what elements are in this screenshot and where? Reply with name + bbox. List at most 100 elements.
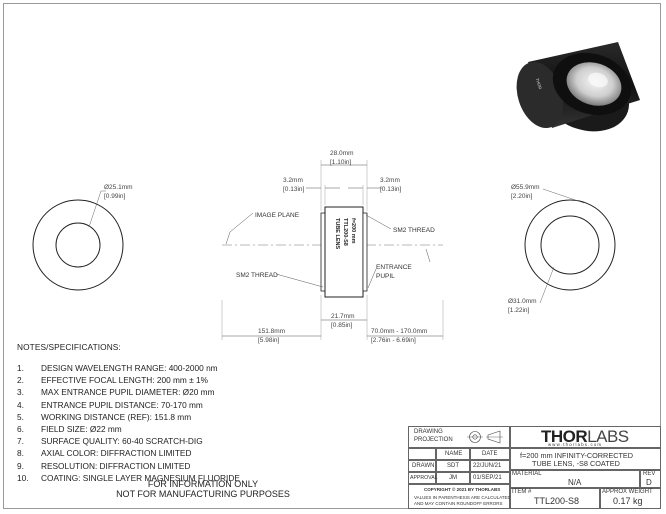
notes-section: NOTES/SPECIFICATIONS: 1. DESIGN WAVELENGT… [17, 342, 317, 484]
left-inner-circle [55, 222, 101, 268]
note-item: 3. MAX ENTRANCE PUPIL DIAMETER: Ø20 mm [17, 386, 317, 398]
drawn-name: SDT [447, 463, 459, 469]
note-number: 9. [17, 460, 24, 471]
right-flange [362, 212, 368, 292]
note-text: FIELD SIZE: Ø22 mm [41, 424, 122, 435]
copyright-text: COPYRIGHT © 2021 BY THORLABS [424, 487, 501, 492]
weight-label: APPROX WEIGHT [602, 489, 653, 495]
right-outer-mm: Ø55.9mm [511, 184, 540, 191]
note-item: 6. FIELD SIZE: Ø22 mm [17, 423, 317, 435]
sm2-thread-left-leader [275, 273, 324, 288]
image-distance-mm: 151.8mm [258, 328, 285, 335]
note-text: DESIGN WAVELENGTH RANGE: 400-2000 nm [41, 363, 218, 374]
note-text: SURFACE QUALITY: 60-40 SCRATCH-DIG [41, 436, 203, 447]
note-number: 5. [17, 411, 24, 422]
pupil-distance-mm: 70.0mm - 170.0mm [371, 328, 427, 335]
note-number: 10. [17, 472, 29, 483]
sheet-border [3, 3, 661, 509]
pupil-distance-in: [2.76in - 6.69in] [371, 337, 416, 344]
sm2-thread-right-label: SM2 THREAD [393, 227, 435, 234]
note-item: 9.RESOLUTION: DIFFRACTION LIMITED [17, 460, 317, 472]
lens-product-render: THOR [516, 42, 640, 132]
sm2-thread-left-label: SM2 THREAD [236, 272, 278, 279]
svg-text:TTL200-S8: TTL200-S8 [342, 218, 348, 246]
drawing-label: DRAWING [414, 429, 443, 435]
disclaimer-line-2: AND MAY CONTAIN ROUNDOFF ERRORS [414, 501, 503, 506]
svg-text:f=200 mm: f=200 mm [350, 218, 356, 244]
note-item: 2. EFFECTIVE FOCAL LENGTH: 200 mm ± 1% [17, 374, 317, 386]
rev-value: D [646, 478, 652, 487]
thorlabs-logo: THORLABS [541, 427, 629, 446]
date-header: DATE [482, 451, 498, 457]
overall-dim-mm: 28.0mm [330, 150, 353, 157]
notice-line-2: NOT FOR MANUFACTURING PURPOSES [116, 489, 290, 499]
lens-barrel [324, 206, 364, 298]
note-text: WORKING DISTANCE (REF): 151.8 mm [41, 411, 192, 422]
approval-name: JM [449, 475, 457, 481]
material-label: MATERIAL [512, 471, 542, 477]
weight-value: 0.17 kg [613, 496, 643, 506]
right-inner-circle [540, 215, 600, 275]
left-dia-in: [0.99in] [104, 193, 126, 200]
note-number: 1. [17, 363, 24, 374]
left-flange [320, 212, 326, 292]
side-view: IMAGE PLANE f=200 mm TTL200-S8 TUBE LENS… [221, 150, 444, 344]
right-inner-mm: Ø31.0mm [508, 298, 537, 305]
svg-text:THOR: THOR [535, 77, 543, 89]
notes-heading: NOTES/SPECIFICATIONS: [17, 342, 121, 352]
sm2-thread-right-leader [365, 214, 392, 230]
entrance-pupil-label-2: PUPIL [376, 273, 395, 280]
item-value: TTL200-S8 [534, 496, 580, 506]
right-outer-leader [542, 188, 585, 204]
note-item: 7. SURFACE QUALITY: 60-40 SCRATCH-DIG [17, 435, 317, 447]
disclaimer-line-1: VALUES IN PARENTHESIS ARE CALCULATED [414, 495, 511, 500]
svg-text:TUBE LENS: TUBE LENS [334, 218, 340, 250]
note-number: 7. [17, 436, 24, 447]
left-dia-leader [88, 190, 102, 228]
barrel-engraving: f=200 mm TTL200-S8 TUBE LENS [334, 218, 356, 250]
note-number: 6. [17, 424, 24, 435]
drawn-label: DRAWN [412, 463, 435, 469]
title-block: DRAWING PROJECTION NAME DATE DRAWN SDT 2… [408, 426, 661, 509]
approval-label: APPROVAL [410, 475, 438, 481]
length-mm: 21.7mm [331, 313, 354, 320]
image-plane-label: IMAGE PLANE [255, 212, 300, 219]
image-distance-in: [5.98in] [258, 337, 280, 344]
note-number: 3. [17, 387, 24, 398]
note-number: 4. [17, 399, 24, 410]
left-flange-in: [0.13in] [283, 186, 305, 193]
notice-line-1: FOR INFORMATION ONLY [147, 479, 259, 489]
name-header: NAME [445, 451, 463, 457]
description-line-2: TUBE LENS, -S8 COATED [532, 459, 620, 468]
left-outer-circle [32, 199, 124, 291]
note-item: 8.AXIAL COLOR: DIFFRACTION LIMITED [17, 447, 317, 459]
note-item: 4. ENTRANCE PUPIL DISTANCE: 70-170 mm [17, 399, 317, 411]
right-flange-mm: 3.2mm [380, 177, 400, 184]
right-inner-in: [1.22in] [508, 307, 530, 314]
approval-date: 01/SEP/21 [473, 475, 502, 481]
entrance-pupil-label-1: ENTRANCE [376, 264, 412, 271]
website: w w w . t h o r l a b s . c o m [548, 442, 602, 447]
drawn-date: 22/JUN/21 [473, 463, 502, 469]
information-notice: FOR INFORMATION ONLY NOT FOR MANUFACTURI… [90, 479, 316, 499]
right-flange-in: [0.13in] [380, 186, 402, 193]
right-outer-in: [2.20in] [511, 193, 533, 200]
right-inner-leader [539, 266, 555, 304]
note-text: MAX ENTRANCE PUPIL DIAMETER: Ø20 mm [41, 387, 215, 398]
note-text: EFFECTIVE FOCAL LENGTH: 200 mm ± 1% [41, 375, 208, 386]
note-number: 8. [17, 448, 24, 459]
note-text: ENTRANCE PUPIL DISTANCE: 70-170 mm [41, 399, 203, 410]
left-end-view: Ø25.1mm [0.99in] [32, 184, 133, 291]
right-outer-circle [524, 199, 616, 291]
projection-cell [408, 426, 510, 448]
brand-cell [510, 426, 661, 448]
length-in: [0.85in] [331, 322, 353, 329]
note-text: COATING: SINGLE LAYER MAGNESIUM FLUORIDE [41, 472, 240, 483]
note-number: 2. [17, 375, 24, 386]
left-dia-mm: Ø25.1mm [104, 184, 133, 191]
note-item: 10. COATING: SINGLE LAYER MAGNESIUM FLUOR… [17, 472, 317, 484]
rev-label: REV [643, 471, 656, 477]
left-flange-mm: 3.2mm [283, 177, 303, 184]
